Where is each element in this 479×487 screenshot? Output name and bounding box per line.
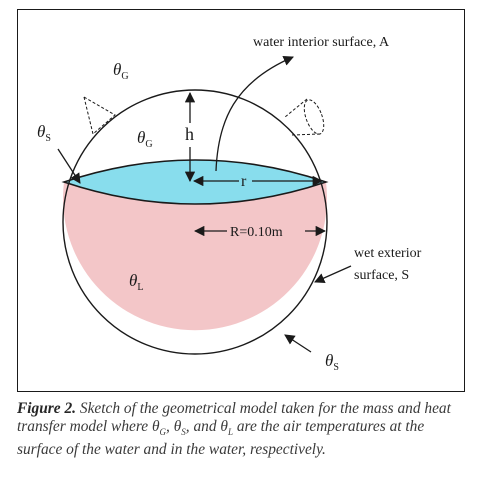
sphere-outline	[62, 89, 328, 355]
caption-text-2: , θ	[166, 417, 182, 435]
water-surface-label: water interior surface, A	[253, 35, 390, 50]
figure-caption: Figure 2. Sketch of the geometrical mode…	[17, 400, 469, 459]
wet-surface-pointer	[314, 265, 352, 283]
left-dashed-cone	[83, 96, 116, 135]
caption-sub-l: L	[227, 426, 233, 437]
theta-g-inner-label: θG	[137, 128, 153, 150]
theta-s-bottom-pointer	[284, 334, 312, 353]
caption-sub-g: G	[159, 426, 167, 437]
h-label: h	[185, 124, 194, 144]
theta-g-outer-label: θG	[113, 60, 129, 82]
diagram: θG θG θS θL θS h r R=0.10m water interio…	[37, 35, 422, 373]
caption-text-3: , and θ	[185, 417, 228, 435]
r-label: r	[241, 173, 247, 190]
caption-sub-s: S	[181, 426, 186, 437]
wet-surface-label-line2: surface, S	[354, 268, 409, 283]
theta-s-bottom-label: θS	[325, 351, 339, 373]
theta-l-label: θL	[129, 271, 143, 293]
radius-label: R=0.10m	[230, 225, 283, 240]
figure-frame	[17, 9, 465, 392]
theta-s-left-pointer	[57, 148, 81, 184]
water-surface-pointer	[215, 55, 294, 172]
theta-s-left-label: θS	[37, 122, 51, 144]
wet-surface-label-line1: wet exterior	[354, 246, 422, 261]
liquid-body	[63, 182, 328, 331]
caption-text-1: Sketch of the geometrical model taken fo…	[17, 400, 451, 435]
caption-lead: Figure 2.	[17, 400, 77, 417]
caption-text-4: are the air temperatures at the surface …	[17, 417, 425, 459]
right-dashed-cone	[284, 98, 325, 136]
